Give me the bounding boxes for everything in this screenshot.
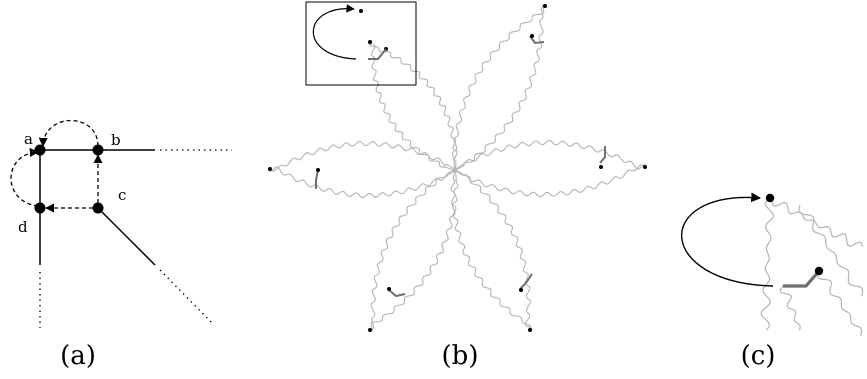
petal-tip-dot bbox=[368, 328, 372, 332]
node-b bbox=[92, 144, 104, 156]
petal-stubs bbox=[315, 34, 606, 298]
petal-tip-dots bbox=[268, 4, 647, 332]
petal-tip-dot bbox=[368, 40, 372, 44]
caption-a: (a) bbox=[60, 341, 96, 371]
node-a bbox=[34, 144, 46, 156]
zoomed-arc bbox=[681, 192, 774, 287]
petal-stub bbox=[599, 146, 606, 164]
caption-b: (b) bbox=[442, 341, 479, 371]
petal-stub bbox=[529, 35, 545, 45]
inset-stub bbox=[368, 48, 387, 60]
zoomed-branch bbox=[817, 270, 863, 336]
inset-arc bbox=[312, 4, 357, 60]
zoomed-outline bbox=[760, 197, 864, 336]
zoomed-stub bbox=[783, 269, 821, 288]
petal-tip-dot bbox=[543, 4, 547, 8]
star-petal bbox=[450, 169, 533, 332]
node-d bbox=[34, 202, 46, 214]
zoomed-branch bbox=[798, 204, 864, 297]
petal-stub bbox=[315, 169, 319, 189]
petal-tip-dot bbox=[528, 328, 532, 332]
star-outline bbox=[269, 4, 646, 332]
petal-dot bbox=[519, 288, 523, 292]
zoomed-branch bbox=[760, 197, 775, 331]
node-label-b: b bbox=[111, 131, 121, 149]
dashed-arc-d-to-a bbox=[10, 147, 39, 207]
petal-dot bbox=[387, 287, 391, 291]
zoomed-branch bbox=[779, 285, 801, 331]
zoomed-branch bbox=[771, 199, 864, 248]
petal-dot bbox=[599, 165, 603, 169]
panel-b bbox=[268, 1, 647, 332]
petal-stub bbox=[519, 273, 533, 290]
zoomed-dot-top bbox=[765, 193, 775, 203]
panel-c bbox=[681, 192, 864, 336]
petal-tip-dot bbox=[268, 167, 272, 171]
star-petal bbox=[454, 139, 646, 198]
star-petal bbox=[269, 140, 456, 199]
node-label-d: d bbox=[18, 218, 28, 236]
star-petal bbox=[367, 40, 458, 171]
petal-tip-dot bbox=[643, 165, 647, 169]
inset-dot-top bbox=[359, 9, 363, 13]
petal-dot bbox=[316, 168, 320, 172]
edge-c-continuation bbox=[159, 269, 215, 326]
edge-c-diagonal bbox=[97, 207, 156, 266]
node-c bbox=[92, 202, 104, 214]
petal-stub bbox=[388, 289, 406, 298]
node-label-c: c bbox=[118, 186, 126, 204]
dashed-arc-b-to-a bbox=[38, 119, 99, 147]
zoomed-dot-right bbox=[814, 266, 824, 276]
panel-a: a b c d bbox=[10, 119, 232, 328]
caption-c: (c) bbox=[741, 341, 776, 371]
petal-dot bbox=[530, 34, 534, 38]
zoom-inset-frame bbox=[305, 1, 417, 86]
star-petal bbox=[368, 169, 459, 332]
node-label-a: a bbox=[24, 130, 33, 148]
